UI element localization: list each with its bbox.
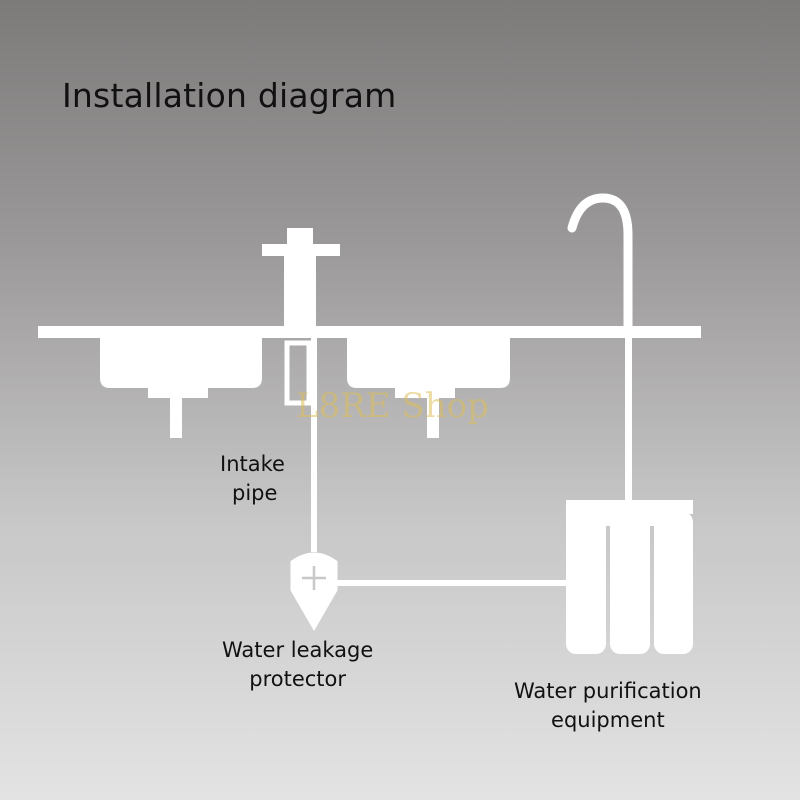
- purif-label-line2: equipment: [551, 708, 665, 732]
- purifier-canister-2: [610, 512, 650, 654]
- countertop: [38, 326, 701, 338]
- diagram-title: Installation diagram: [62, 76, 397, 115]
- intake-pipe-label: Intake pipe: [220, 450, 285, 508]
- connecting-pipe: [336, 580, 568, 586]
- leak-label-line2: protector: [249, 667, 347, 691]
- intake-label-line1: Intake: [220, 452, 285, 476]
- faucet-connector: [284, 340, 312, 406]
- faucet-handle: [262, 244, 340, 256]
- left-sink-basin: [100, 338, 262, 388]
- watermark: L8RE Shop: [296, 386, 489, 426]
- intake-pipe: [311, 338, 317, 552]
- intake-label-line2: pipe: [232, 481, 278, 505]
- purifier-canister-3: [654, 512, 693, 654]
- leak-label-line1: Water leakage: [222, 638, 374, 662]
- right-sink-basin: [347, 338, 510, 388]
- right-sink-drain-cap: [395, 388, 455, 398]
- purification-equipment-label: Water purification equipment: [514, 677, 702, 735]
- leakage-protector-plus: [302, 566, 326, 590]
- purif-label-line1: Water purification: [514, 679, 702, 703]
- purifier-feed-pipe: [625, 338, 632, 500]
- purifier-canister-1: [566, 512, 606, 654]
- faucet-top: [287, 228, 313, 248]
- faucet-body: [284, 256, 316, 326]
- right-sink-drain-pipe: [427, 398, 439, 438]
- gooseneck-faucet: [567, 193, 633, 331]
- left-sink-drain-cap: [148, 388, 208, 398]
- left-sink-drain-pipe: [170, 398, 182, 438]
- leakage-protector-label: Water leakage protector: [222, 636, 373, 694]
- leakage-protector-body: [290, 552, 338, 631]
